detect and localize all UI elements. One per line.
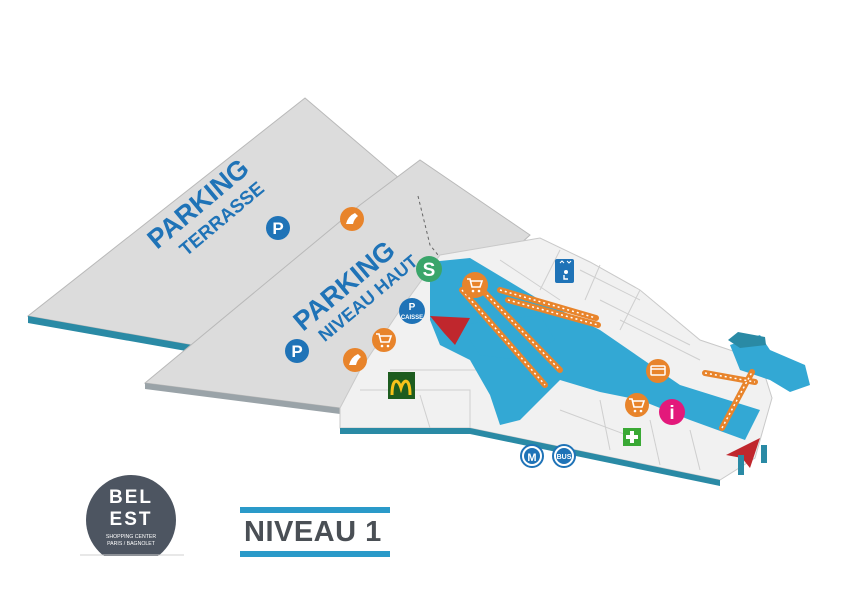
station-s-icon[interactable]: S (416, 256, 442, 282)
parking-icon-niveau-haut[interactable]: P (285, 339, 309, 363)
svg-text:BUS: BUS (557, 454, 572, 461)
svg-text:PARIS / BAGNOLET: PARIS / BAGNOLET (107, 541, 156, 547)
escalator-steps (461, 287, 756, 429)
ticket-icon[interactable] (646, 359, 670, 383)
level-title-text: NIVEAU 1 (244, 516, 382, 548)
svg-text:CAISSE: CAISSE (401, 315, 423, 321)
svg-text:i: i (669, 403, 674, 424)
svg-text:P: P (291, 342, 302, 361)
accessible-elevator-icon[interactable] (555, 259, 574, 283)
svg-text:S: S (423, 260, 436, 281)
svg-text:M: M (527, 452, 536, 464)
svg-text:EST: EST (110, 509, 153, 530)
parking-icon-terrasse[interactable]: P (266, 216, 290, 240)
mcdonalds-icon[interactable] (388, 372, 415, 399)
bus-icon[interactable]: BUS (552, 444, 576, 468)
phone-icon[interactable] (340, 207, 364, 231)
svg-text:SHOPPING CENTER: SHOPPING CENTER (106, 534, 156, 540)
parking-caisse-icon[interactable]: P CAISSE (399, 298, 425, 324)
svg-text:P: P (409, 302, 416, 313)
shopping-cart-icon[interactable] (462, 272, 488, 298)
entrance-arrow-icon (726, 438, 760, 468)
level-title: NIVEAU 1 (240, 507, 390, 557)
svg-text:P: P (272, 219, 283, 238)
shopping-cart-icon[interactable] (625, 393, 649, 417)
entrance-arrow-icon (430, 316, 470, 345)
metro-icon[interactable]: M (520, 444, 544, 468)
parking-niveau-haut-area[interactable] (143, 159, 531, 414)
level-title-bar-top (240, 507, 390, 513)
pharmacy-icon[interactable] (623, 428, 641, 446)
belest-logo: BEL EST SHOPPING CENTER PARIS / BAGNOLET (80, 474, 184, 565)
info-icon[interactable]: i (659, 399, 685, 425)
entrance-pillars (738, 445, 767, 475)
svg-text:BEL: BEL (109, 487, 153, 508)
shopping-cart-icon[interactable] (372, 328, 396, 352)
phone-icon[interactable] (343, 348, 367, 372)
level-title-bar-bottom (240, 551, 390, 557)
